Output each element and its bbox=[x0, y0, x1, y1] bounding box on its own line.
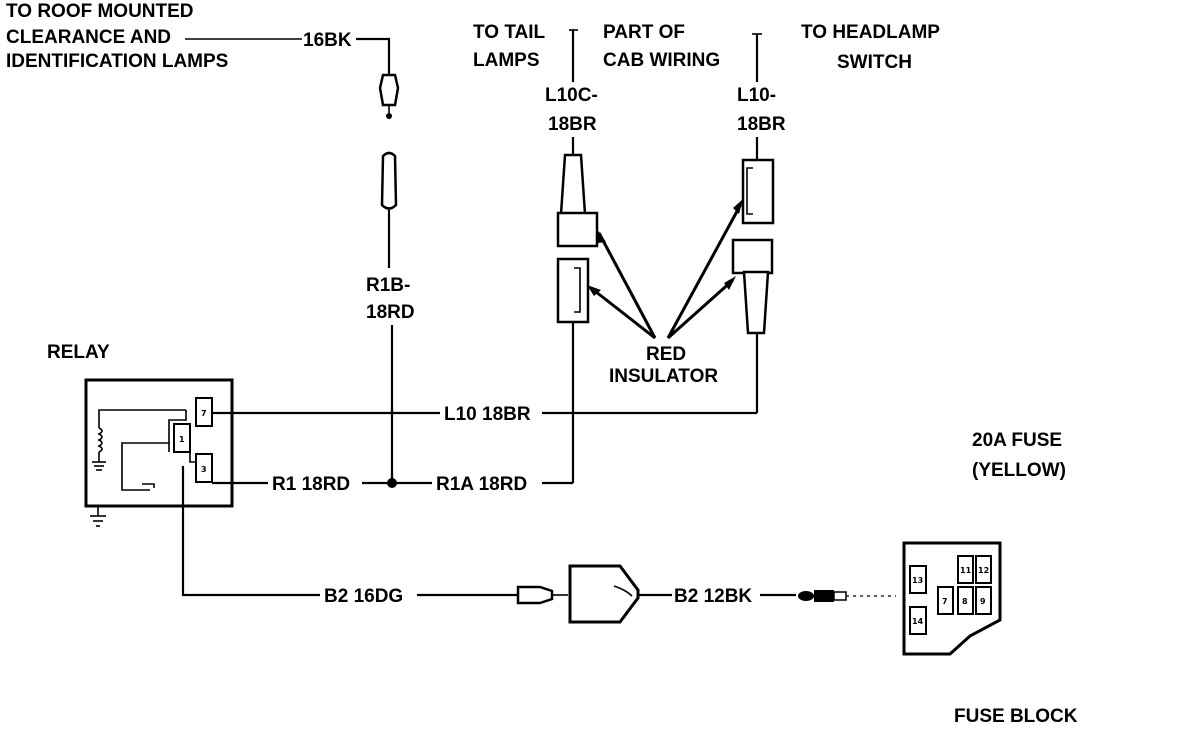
wire-label-16bk: 16BK bbox=[303, 30, 352, 51]
l10c-upper-connector bbox=[556, 137, 599, 248]
wire-b2-16dg-left bbox=[181, 466, 320, 597]
red-insulator-line1: RED bbox=[646, 344, 686, 365]
fuse-block-terminal bbox=[798, 590, 896, 602]
b2-inline-terminal bbox=[516, 585, 568, 605]
roof-female-terminal bbox=[380, 151, 398, 268]
relay-terminal-7: 7 bbox=[201, 409, 207, 418]
fuse-slot-13: 13 bbox=[912, 576, 923, 585]
wire-label-b2-16dg: B2 16DG bbox=[324, 586, 403, 607]
l10-lower-connector bbox=[731, 238, 774, 413]
headlamp-wire-end bbox=[752, 33, 762, 82]
tail-wire-end bbox=[569, 29, 578, 82]
roof-male-terminal bbox=[378, 73, 400, 119]
l10-upper-connector bbox=[741, 137, 775, 225]
l10c-lower-connector bbox=[556, 257, 590, 483]
wire-label-r1a-18rd: R1A 18RD bbox=[436, 474, 527, 495]
roof-label-line2: CLEARANCE AND bbox=[6, 27, 171, 48]
l10-label-line2: 18BR bbox=[737, 114, 786, 135]
fuse-label-line1: 20A FUSE bbox=[972, 430, 1062, 451]
wire-16bk bbox=[356, 37, 391, 75]
red-insulator-pointers bbox=[587, 199, 743, 340]
r1b-label-line1: R1B- bbox=[366, 275, 410, 296]
fuse-slot-9: 9 bbox=[980, 597, 986, 606]
relay-terminal-1: 1 bbox=[179, 435, 185, 444]
relay-ground-symbol bbox=[90, 506, 106, 527]
fuse-label-line2: (YELLOW) bbox=[972, 460, 1066, 481]
fuse-slot-14: 14 bbox=[912, 617, 924, 626]
roof-label-line1: TO ROOF MOUNTED bbox=[6, 1, 194, 22]
tail-label-line2: LAMPS bbox=[473, 50, 540, 71]
cab-label-line1: PART OF bbox=[603, 22, 685, 43]
b2-connector-body bbox=[568, 564, 640, 624]
wire-label-l10-18br: L10 18BR bbox=[444, 404, 531, 425]
l10-label-line1: L10- bbox=[737, 85, 776, 106]
relay-terminal-3: 3 bbox=[201, 465, 207, 474]
tail-label-line1: TO TAIL bbox=[473, 22, 546, 43]
wire-label-r1-18rd: R1 18RD bbox=[272, 474, 350, 495]
fuse-slot-8: 8 bbox=[962, 597, 968, 606]
fuse-slot-7: 7 bbox=[942, 597, 948, 606]
fuse-block bbox=[902, 541, 1002, 656]
fuse-slot-11: 11 bbox=[960, 566, 972, 575]
r1b-label-line2: 18RD bbox=[366, 302, 415, 323]
headlamp-label-line2: SWITCH bbox=[837, 52, 912, 73]
splice-dot bbox=[387, 478, 397, 488]
wire-label-b2-12bk: B2 12BK bbox=[674, 586, 752, 607]
roof-label-line3: IDENTIFICATION LAMPS bbox=[6, 51, 228, 72]
fuse-slot-12: 12 bbox=[978, 566, 989, 575]
headlamp-label-line1: TO HEADLAMP bbox=[801, 22, 940, 43]
cab-label-line2: CAB WIRING bbox=[603, 50, 720, 71]
l10c-label-line2: 18BR bbox=[548, 114, 597, 135]
l10c-label-line1: L10C- bbox=[545, 85, 598, 106]
fuse-block-label: FUSE BLOCK bbox=[954, 706, 1078, 727]
relay-box bbox=[84, 378, 234, 508]
red-insulator-line2: INSULATOR bbox=[609, 366, 718, 387]
relay-label: RELAY bbox=[47, 342, 110, 363]
